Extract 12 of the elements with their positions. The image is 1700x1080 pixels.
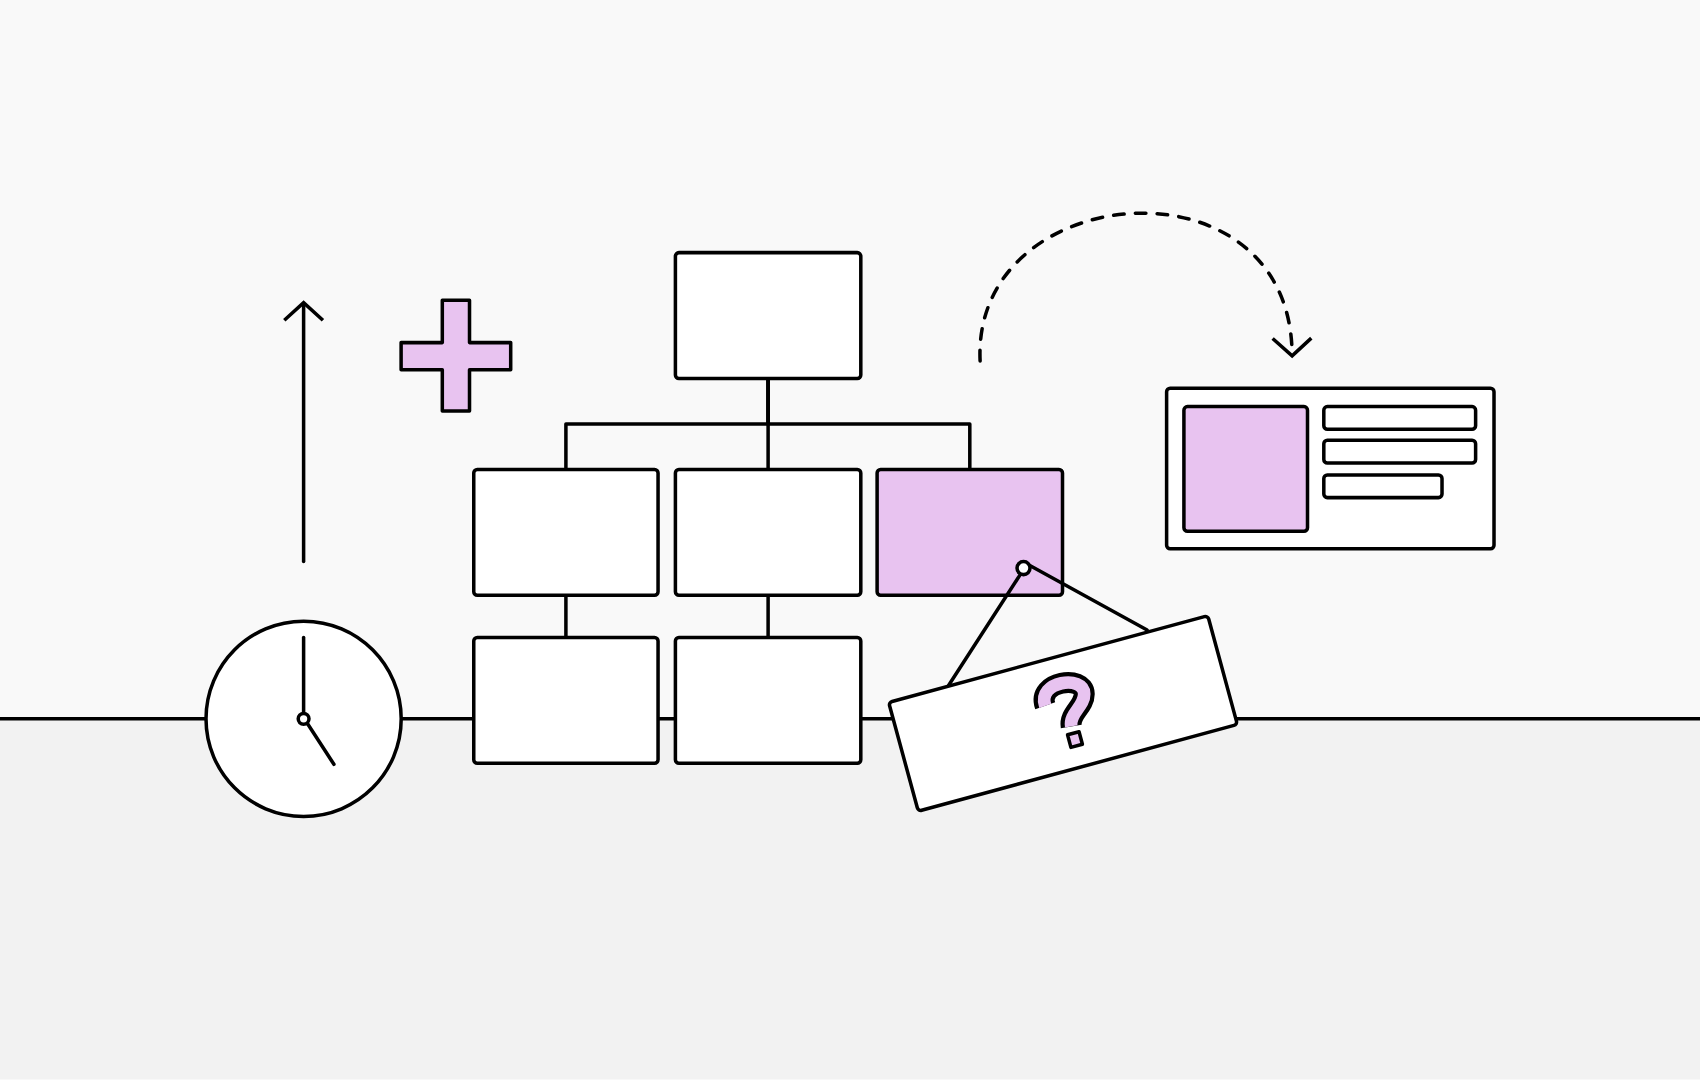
connector-line <box>766 595 770 638</box>
org-chart-box <box>673 635 863 766</box>
connector-line <box>564 595 568 638</box>
connector-line <box>766 378 972 470</box>
org-chart-box <box>472 635 660 766</box>
org-chart-box <box>875 467 1065 598</box>
curved-arrow <box>978 211 1313 363</box>
hanging-sign <box>887 614 1239 813</box>
org-chart-box <box>673 250 863 381</box>
content-card <box>1164 386 1496 551</box>
org-chart-box <box>673 467 863 598</box>
org-chart-box <box>472 467 660 598</box>
